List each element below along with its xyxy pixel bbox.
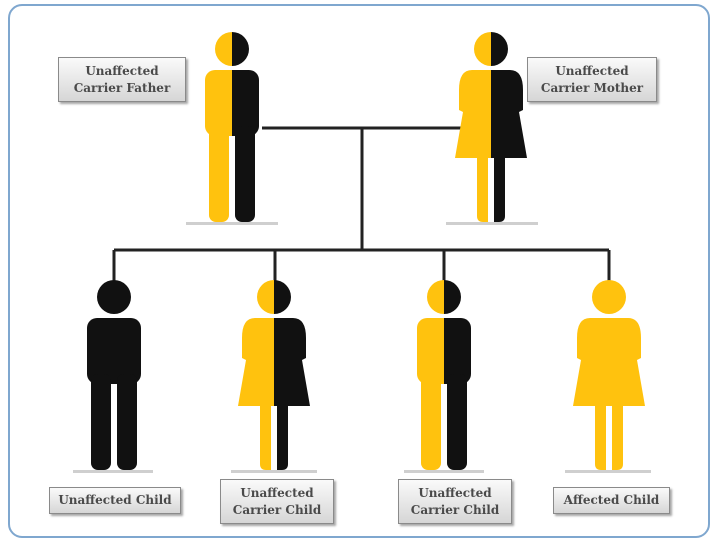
father-figure-icon [205, 32, 259, 222]
father-label: Unaffected Carrier Father [58, 57, 186, 102]
child-2-label: Unaffected Carrier Child [220, 479, 334, 524]
child-4-label: Affected Child [553, 487, 670, 514]
child-3-label: Unaffected Carrier Child [398, 479, 512, 524]
mother-label: Unaffected Carrier Mother [527, 57, 657, 102]
pedigree-lines [112, 126, 611, 298]
child-1-label: Unaffected Child [49, 487, 181, 514]
child-2-figure-icon [238, 280, 310, 470]
mother-figure-icon [455, 32, 527, 222]
child-1-figure-icon [87, 280, 141, 470]
child-3-figure-icon [417, 280, 471, 470]
child-4-figure-icon [573, 280, 645, 470]
